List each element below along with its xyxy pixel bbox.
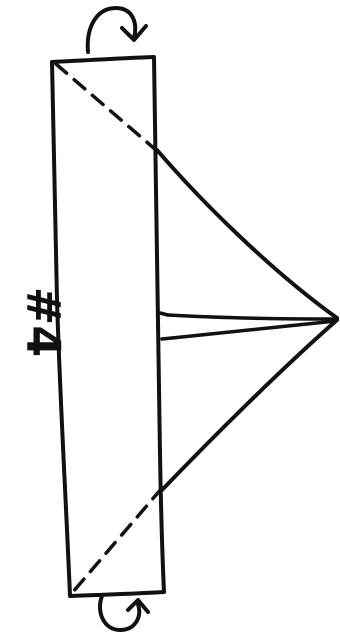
top-rotate-arrow-icon <box>88 8 146 52</box>
top-diagonal-fold-line <box>56 64 156 150</box>
bottom-rotate-arrow-icon <box>100 596 148 630</box>
sail-flap-lower-edge <box>162 320 337 490</box>
inner-crease-lower <box>172 321 336 338</box>
inner-crease-notch <box>160 313 172 339</box>
sail-flap-upper-edge <box>157 150 337 318</box>
inner-crease-upper <box>168 315 336 319</box>
bottom-diagonal-fold-line <box>72 488 162 593</box>
step-number-label: #4 <box>17 287 71 358</box>
